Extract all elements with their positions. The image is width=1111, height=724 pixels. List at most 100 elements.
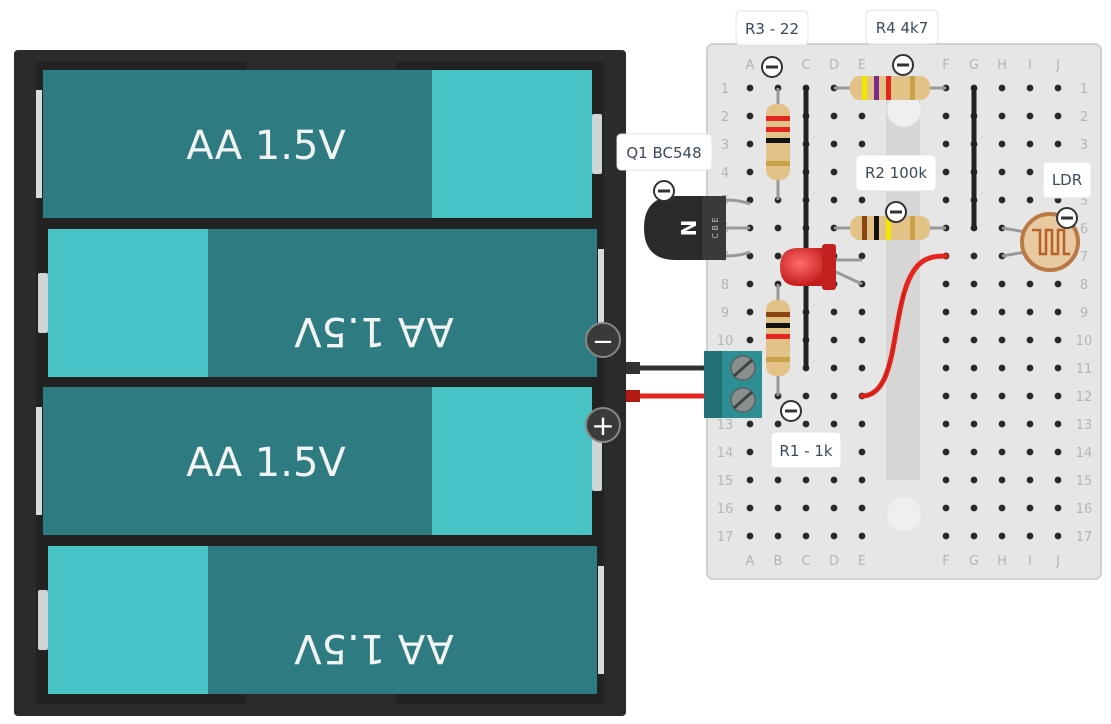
- breadboard-hole[interactable]: [830, 196, 838, 204]
- breadboard-hole[interactable]: [942, 420, 950, 428]
- label-q1[interactable]: Q1 BC548: [616, 133, 713, 202]
- breadboard-hole[interactable]: [774, 532, 782, 540]
- breadboard-hole[interactable]: [830, 532, 838, 540]
- battery-leads[interactable]: [626, 362, 710, 402]
- breadboard-hole[interactable]: [1054, 392, 1062, 400]
- breadboard-hole[interactable]: [774, 504, 782, 512]
- breadboard-hole[interactable]: [746, 280, 754, 288]
- breadboard-hole[interactable]: [858, 196, 866, 204]
- breadboard-hole[interactable]: [858, 112, 866, 120]
- breadboard-hole[interactable]: [942, 448, 950, 456]
- breadboard-hole[interactable]: [970, 420, 978, 428]
- breadboard-hole[interactable]: [1026, 196, 1034, 204]
- breadboard-hole[interactable]: [830, 476, 838, 484]
- breadboard-hole[interactable]: [1026, 420, 1034, 428]
- breadboard-hole[interactable]: [998, 476, 1006, 484]
- breadboard-hole[interactable]: [746, 196, 754, 204]
- label-r3[interactable]: R3 - 22: [735, 10, 809, 78]
- breadboard-hole[interactable]: [858, 364, 866, 372]
- breadboard-hole[interactable]: [1026, 448, 1034, 456]
- breadboard-hole[interactable]: [998, 420, 1006, 428]
- breadboard-hole[interactable]: [1054, 504, 1062, 512]
- breadboard-hole[interactable]: [746, 532, 754, 540]
- breadboard-hole[interactable]: [774, 224, 782, 232]
- battery-pack[interactable]: AA 1.5V AA 1.5V AA 1.5V AA 1.5V: [14, 50, 626, 716]
- breadboard-hole[interactable]: [998, 504, 1006, 512]
- breadboard-hole[interactable]: [858, 336, 866, 344]
- breadboard-hole[interactable]: [998, 532, 1006, 540]
- breadboard-hole[interactable]: [802, 504, 810, 512]
- breadboard-hole[interactable]: [1026, 336, 1034, 344]
- terminal-block[interactable]: [704, 351, 762, 418]
- breadboard-hole[interactable]: [830, 420, 838, 428]
- breadboard-hole[interactable]: [774, 252, 782, 260]
- breadboard-hole[interactable]: [858, 448, 866, 456]
- breadboard-hole[interactable]: [1054, 364, 1062, 372]
- breadboard-hole[interactable]: [942, 140, 950, 148]
- breadboard-hole[interactable]: [746, 504, 754, 512]
- breadboard-hole[interactable]: [774, 476, 782, 484]
- breadboard-hole[interactable]: [970, 252, 978, 260]
- breadboard-hole[interactable]: [746, 448, 754, 456]
- breadboard-hole[interactable]: [970, 364, 978, 372]
- breadboard-hole[interactable]: [746, 140, 754, 148]
- breadboard-hole[interactable]: [1054, 112, 1062, 120]
- breadboard-hole[interactable]: [858, 532, 866, 540]
- breadboard-hole[interactable]: [858, 476, 866, 484]
- breadboard-hole[interactable]: [746, 308, 754, 316]
- breadboard-hole[interactable]: [998, 448, 1006, 456]
- breadboard-hole[interactable]: [1054, 140, 1062, 148]
- breadboard-hole[interactable]: [858, 420, 866, 428]
- breadboard-hole[interactable]: [942, 196, 950, 204]
- breadboard-hole[interactable]: [1054, 420, 1062, 428]
- breadboard-hole[interactable]: [1026, 112, 1034, 120]
- breadboard-hole[interactable]: [830, 392, 838, 400]
- breadboard-hole[interactable]: [942, 532, 950, 540]
- breadboard-hole[interactable]: [1026, 308, 1034, 316]
- breadboard-hole[interactable]: [942, 392, 950, 400]
- battery-negative-terminal[interactable]: −: [585, 322, 621, 358]
- breadboard-hole[interactable]: [998, 280, 1006, 288]
- breadboard-hole[interactable]: [942, 336, 950, 344]
- breadboard-hole[interactable]: [1026, 364, 1034, 372]
- breadboard-hole[interactable]: [970, 448, 978, 456]
- breadboard-hole[interactable]: [998, 140, 1006, 148]
- breadboard-hole[interactable]: [746, 252, 754, 260]
- breadboard-hole[interactable]: [998, 308, 1006, 316]
- breadboard-hole[interactable]: [942, 504, 950, 512]
- jumper-wires[interactable]: [803, 85, 977, 371]
- breadboard-hole[interactable]: [1026, 392, 1034, 400]
- breadboard-hole[interactable]: [942, 364, 950, 372]
- label-r4[interactable]: R4 4k7: [865, 9, 939, 76]
- breadboard-hole[interactable]: [858, 504, 866, 512]
- breadboard-hole[interactable]: [858, 140, 866, 148]
- breadboard-hole[interactable]: [746, 476, 754, 484]
- breadboard-hole[interactable]: [746, 336, 754, 344]
- breadboard-hole[interactable]: [830, 140, 838, 148]
- breadboard-hole[interactable]: [1054, 280, 1062, 288]
- breadboard-hole[interactable]: [998, 196, 1006, 204]
- resistor-r3[interactable]: [766, 88, 790, 200]
- breadboard-hole[interactable]: [830, 504, 838, 512]
- breadboard-hole[interactable]: [998, 112, 1006, 120]
- breadboard-hole[interactable]: [998, 392, 1006, 400]
- resistor-r4[interactable]: [834, 76, 946, 100]
- breadboard-hole[interactable]: [970, 476, 978, 484]
- breadboard-hole[interactable]: [970, 532, 978, 540]
- breadboard-hole[interactable]: [746, 420, 754, 428]
- breadboard-hole[interactable]: [858, 308, 866, 316]
- breadboard-hole[interactable]: [746, 112, 754, 120]
- label-ldr[interactable]: LDR: [1042, 161, 1092, 229]
- breadboard-hole[interactable]: [942, 308, 950, 316]
- breadboard-hole[interactable]: [1026, 532, 1034, 540]
- breadboard-hole[interactable]: [830, 112, 838, 120]
- breadboard-hole[interactable]: [1054, 448, 1062, 456]
- breadboard-hole[interactable]: [998, 336, 1006, 344]
- breadboard-hole[interactable]: [802, 420, 810, 428]
- breadboard-hole[interactable]: [970, 280, 978, 288]
- breadboard-hole[interactable]: [1026, 476, 1034, 484]
- resistor-r2[interactable]: [834, 216, 946, 240]
- breadboard-hole[interactable]: [858, 252, 866, 260]
- breadboard-hole[interactable]: [774, 420, 782, 428]
- breadboard-hole[interactable]: [802, 392, 810, 400]
